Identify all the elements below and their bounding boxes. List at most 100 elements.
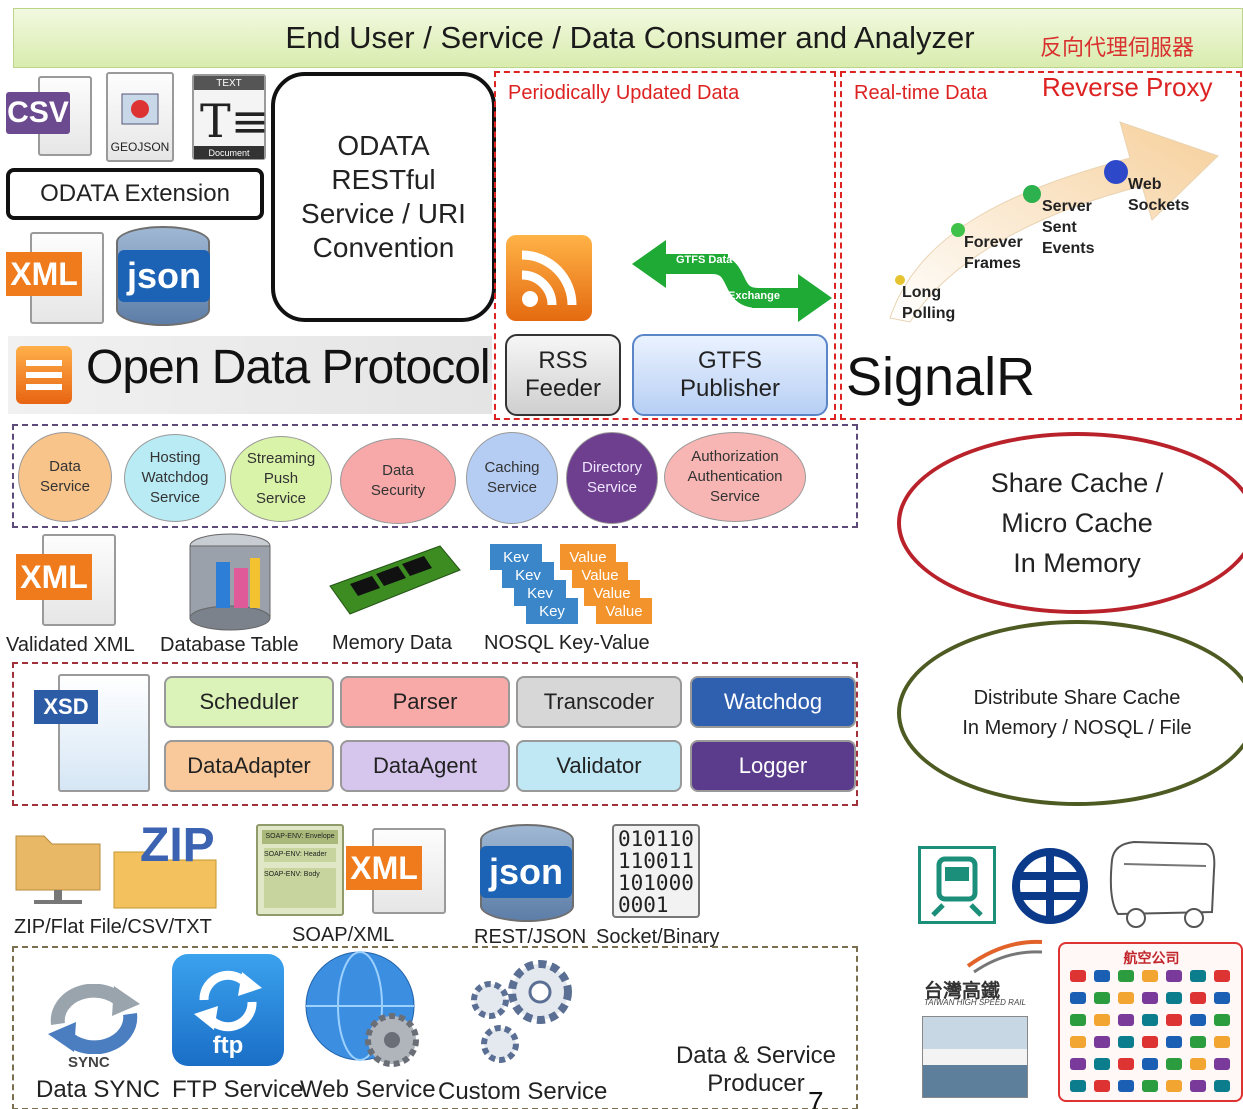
rss-icon [506,235,592,321]
zip-folder-icon [113,851,217,909]
airline-logo-icon [1214,1014,1230,1026]
web-globe-gear-icon [305,951,419,1067]
airline-logo-icon [1190,992,1206,1004]
airline-logo-icon [1070,992,1086,1004]
airline-logo-icon [1094,992,1110,1004]
services-region [12,424,858,528]
service-line: Data [49,458,81,475]
periodic-data-label: Periodically Updated Data [508,82,740,104]
ftp-service-label: FTP Service [172,1076,304,1103]
airline-logo-icon [1094,1036,1110,1048]
key-tile: Key [526,598,578,624]
memory-data-label: Memory Data [332,632,453,654]
ftp-app-icon: ftp [172,954,284,1066]
soap-xml-label: SOAP/XML [292,924,395,946]
service-line: Authorization [691,448,779,465]
airline-logo-icon [1142,1036,1158,1048]
soap-body-text: SOAP-ENV: Body [264,868,336,908]
banner-title: End User / Service / Data Consumer and A… [285,20,975,55]
signalr-logo: SignalR [846,347,1036,407]
airline-logo-icon [1214,992,1230,1004]
airline-logo-icon [1214,1036,1230,1048]
bus-sketch-icon [1109,840,1216,928]
airline-logo-icon [1070,1014,1086,1026]
ferry-photo [922,1016,1028,1098]
airline-logo-icon [1142,970,1158,982]
rest-json-tag: json [480,846,572,898]
thsr-swoosh-icon [966,939,1043,974]
service-line: Service [255,490,307,507]
airline-logo-icon [1166,992,1182,1004]
airline-logo-icon [1070,1080,1086,1092]
service-line: Hosting [149,449,201,466]
service-line: Service [586,479,637,496]
airline-logo-icon [1118,1080,1134,1092]
rss-feeder-line-2: Feeder [524,375,602,402]
map-icon [121,93,159,125]
open-data-protocol-band [8,336,492,414]
component-box: Logger [690,740,856,792]
custom-gears-icon [471,960,572,1063]
page-number: 7 [808,1086,824,1109]
airline-logo-icon [1094,970,1110,982]
airline-logo-icon [1142,1014,1158,1026]
validated-xml-tag: XML [16,554,92,600]
soap-envelope-icon: SOAP-ENV: Envelope SOAP-ENV: Header SOAP… [256,824,344,916]
airlines-panel: 航空公司 [1058,942,1243,1102]
thsr-chinese-name: 台灣高鐵 [924,980,1001,1002]
odata-line-3: Service / URI [301,198,466,229]
odata-extension-box: ODATA Extension [6,168,264,220]
gtfs-data-label: GTFS Data [676,254,733,266]
text-document-icon: TEXT T≡ Document [192,74,270,160]
service-line: Streaming [246,450,316,467]
airline-logo-icon [1142,992,1158,1004]
service-line: Service [709,488,760,505]
database-table-label: Database Table [160,634,299,656]
airline-logo-icon [1118,1014,1134,1026]
nosql-key-value-label: NOSQL Key-Value [484,632,650,654]
airline-logo-icon [1142,1058,1158,1070]
component-box: Parser [340,676,510,728]
airline-logo-icon [1214,970,1230,982]
reverse-proxy-label: Reverse Proxy [1042,72,1213,102]
airline-logo-icon [1070,970,1086,982]
t-glyph-icon: T≡ [200,94,270,148]
airline-logo-icon [1190,1014,1206,1026]
periodic-data-region [494,71,836,420]
custom-service-label: Custom Service [438,1078,608,1105]
memory-chip-icon [329,545,461,615]
gtfs-exchange-label: Exchange [728,290,780,302]
airline-logo-icon [1070,1036,1086,1048]
soap-envelope-text: SOAP-ENV: Envelope [262,830,338,844]
airline-logo-icon [1190,1058,1206,1070]
service-line: Push [263,470,299,487]
airline-logo-icon [1094,1058,1110,1070]
airline-logo-icon [1142,1080,1158,1092]
component-box: DataAgent [340,740,510,792]
component-box: DataAdapter [164,740,334,792]
service-line: Service [486,479,537,496]
service-line: Caching [484,459,540,476]
ftp-word: ftp [212,1032,244,1059]
airline-logo-icon [1118,1036,1134,1048]
metro-train-icon [918,846,996,924]
realtime-data-label: Real-time Data [854,82,988,104]
transport-evolution-arrow-icon [889,121,1219,323]
data-service-producer-label: Data & Service Producer [675,1042,837,1097]
taiwan-railway-logo-icon [1012,848,1088,924]
component-box: Scheduler [164,676,334,728]
odata-line-1: ODATA [337,130,430,161]
service-line: Watchdog [141,469,209,486]
component-box: Validator [516,740,682,792]
banner-proxy-zh: 反向代理伺服器 [1040,36,1195,61]
airline-logo-icon [1214,1080,1230,1092]
odata-line-4: Convention [312,232,455,263]
